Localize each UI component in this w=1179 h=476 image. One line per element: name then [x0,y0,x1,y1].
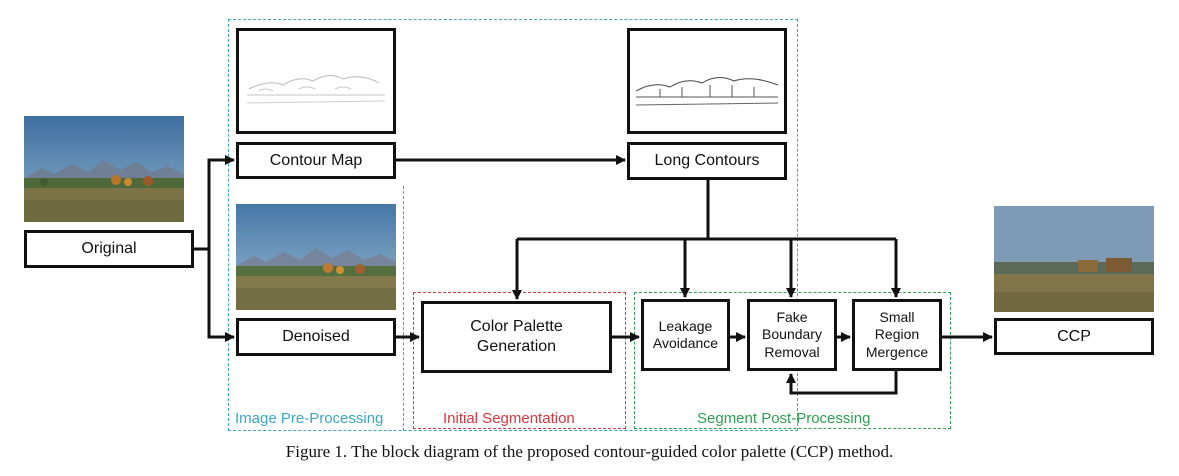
node-contour-map: Contour Map [236,142,396,179]
original-photo [24,116,184,222]
node-color-palette-generation: Color Palette Generation [421,301,612,373]
edge-original-to-contour-map [207,155,235,249]
node-fake-boundary-removal: Fake Boundary Removal [747,299,837,371]
group-image-pre-processing [228,19,798,431]
edge-small-region-feedback [786,371,898,395]
node-original: Original [24,230,194,268]
group-label-image-pre-processing: Image Pre-Processing [235,410,384,427]
denoised-photo [236,204,396,310]
group-label-initial-segmentation: Initial Segmentation [443,410,575,427]
figure-caption: Figure 1. The block diagram of the propo… [285,442,894,461]
contour-map-image [236,28,396,134]
node-long-contours: Long Contours [627,142,787,180]
long-contours-image [627,28,787,134]
group-label-segment-post-processing: Segment Post-Processing [697,410,871,427]
edge-original-to-denoised [207,249,235,342]
node-ccp: CCP [994,318,1154,355]
ccp-result-image [994,206,1154,312]
node-denoised: Denoised [236,318,396,356]
group-image-pre-processing-inner-edge [403,186,404,431]
node-small-region-mergence: Small Region Mergence [852,299,942,371]
node-leakage-avoidance: Leakage Avoidance [641,299,730,371]
